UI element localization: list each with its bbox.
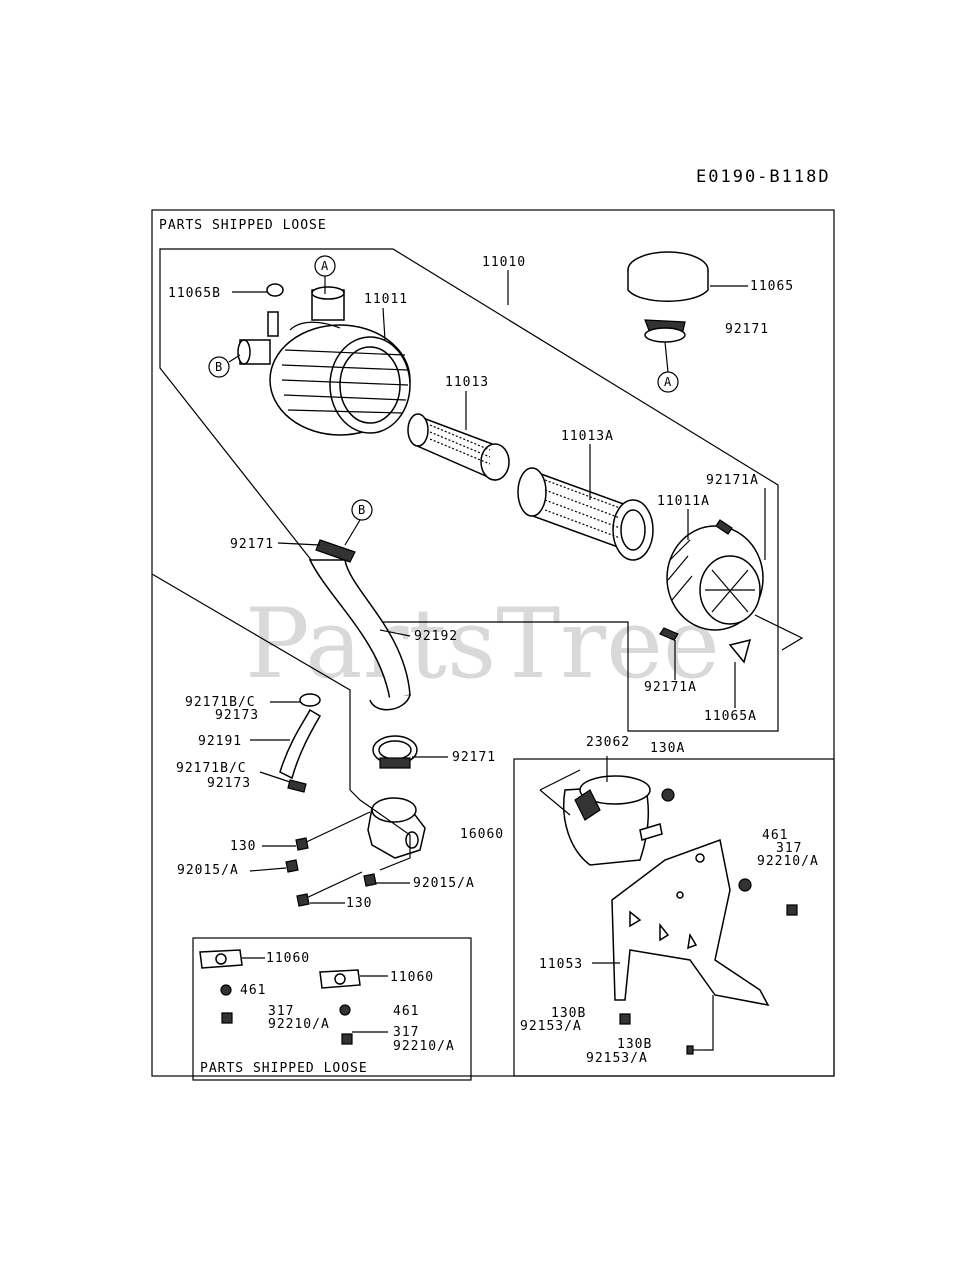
- hose-92192[interactable]: [308, 539, 411, 711]
- bracket-11053[interactable]: [611, 838, 770, 1007]
- label-11053: 11053: [539, 957, 583, 972]
- label-11065A: 11065A: [704, 709, 757, 724]
- label-130B-2: 130B: [617, 1037, 652, 1052]
- label-92210A-2: 92210/A: [393, 1039, 455, 1054]
- main-parts-box: [151, 209, 835, 1077]
- clip-92171A-bottom: [659, 627, 679, 641]
- label-92153A-1: 92153/A: [520, 1019, 582, 1034]
- label-11060-2: 11060: [390, 970, 434, 985]
- label-317-2: 317: [393, 1025, 419, 1040]
- label-11013A: 11013A: [561, 429, 614, 444]
- label-92015A-1: 92015/A: [177, 863, 239, 878]
- main-box-label: PARTS SHIPPED LOOSE: [159, 218, 327, 233]
- clamp-92171BC-1: [299, 693, 321, 707]
- label-461-right: 461: [762, 828, 788, 843]
- clip-92171A-top: [715, 519, 733, 535]
- cover-11011A[interactable]: [659, 519, 764, 664]
- label-92192: 92192: [414, 629, 458, 644]
- nut-92210A-right[interactable]: [786, 904, 798, 916]
- callout-a-top: A: [314, 255, 336, 294]
- label-130-2: 130: [346, 896, 372, 911]
- small-parts-box: [192, 937, 472, 1081]
- label-11010: 11010: [482, 255, 526, 270]
- label-461-2: 461: [393, 1004, 419, 1019]
- bolt-130-2[interactable]: [296, 871, 363, 907]
- washer-461-2[interactable]: [339, 1004, 351, 1016]
- valve-11065A: [728, 638, 752, 664]
- label-92191: 92191: [198, 734, 242, 749]
- label-92153A-2: 92153/A: [586, 1051, 648, 1066]
- label-317-1: 317: [268, 1004, 294, 1019]
- gasket-11060-1[interactable]: [199, 949, 243, 969]
- nut-92210A-2[interactable]: [341, 1033, 353, 1045]
- label-11011A: 11011A: [657, 494, 710, 509]
- svg-text:A: A: [321, 259, 329, 273]
- cap-11065B: [266, 283, 284, 297]
- outer-filter-11013A[interactable]: [517, 467, 654, 561]
- diagram-code: E0190-B118D: [696, 167, 831, 187]
- label-317-right: 317: [776, 841, 802, 856]
- label-92173-1: 92173: [215, 708, 259, 723]
- small-box-label: PARTS SHIPPED LOOSE: [200, 1061, 368, 1076]
- washer-461-right[interactable]: [738, 878, 752, 892]
- gasket-11060-2[interactable]: [319, 969, 361, 989]
- bolt-130B-2[interactable]: [686, 1045, 705, 1055]
- label-92171A-bottom: 92171A: [644, 680, 697, 695]
- label-11060-1: 11060: [266, 951, 310, 966]
- label-130-1: 130: [230, 839, 256, 854]
- label-92210A-1: 92210/A: [268, 1017, 330, 1032]
- air-cleaner-body-11011[interactable]: [237, 283, 411, 436]
- svg-text:B: B: [215, 360, 222, 374]
- label-92171-clamp: 92171: [452, 750, 496, 765]
- label-11065B: 11065B: [168, 286, 221, 301]
- label-92210A-right: 92210/A: [757, 854, 819, 869]
- washer-461-1[interactable]: [220, 984, 232, 996]
- label-92015A-2: 92015/A: [413, 876, 475, 891]
- label-11013: 11013: [445, 375, 489, 390]
- sub-box-right: [513, 758, 835, 1077]
- label-92171-hose: 92171: [230, 537, 274, 552]
- svg-text:B: B: [358, 503, 365, 517]
- nut-92015A-2[interactable]: [363, 873, 377, 887]
- nut-92015A-1[interactable]: [285, 859, 299, 873]
- hose-92191[interactable]: [279, 693, 322, 793]
- leader-lines: [232, 270, 766, 1033]
- precleaner-cap-11065[interactable]: [627, 251, 709, 343]
- label-92171A-top: 92171A: [706, 473, 759, 488]
- label-11011: 11011: [364, 292, 408, 307]
- watermark: PartsTree: [245, 588, 720, 700]
- label-92173-2: 92173: [207, 776, 251, 791]
- inner-filter-11013[interactable]: [407, 413, 510, 482]
- callout-b-left: B: [208, 354, 241, 378]
- nut-92210A-1[interactable]: [221, 1012, 233, 1024]
- label-16060: 16060: [460, 827, 504, 842]
- label-11065: 11065: [750, 279, 794, 294]
- intake-elbow-16060[interactable]: [367, 797, 426, 859]
- svg-text:A: A: [664, 375, 672, 389]
- label-92171BC-2: 92171B/C: [176, 761, 247, 776]
- clamp-92171BC-2: [287, 779, 307, 793]
- label-23062: 23062: [586, 735, 630, 750]
- label-130B-1: 130B: [551, 1006, 586, 1021]
- label-92171BC-1: 92171B/C: [185, 695, 256, 710]
- shroud-23062[interactable]: [563, 775, 663, 866]
- screw-130A[interactable]: [661, 788, 675, 802]
- label-92171-top: 92171: [725, 322, 769, 337]
- callout-a-right: A: [657, 341, 679, 393]
- label-130A: 130A: [650, 741, 685, 756]
- clamp-92171-hose: [315, 539, 356, 563]
- bolt-130-1[interactable]: [295, 811, 371, 851]
- callout-b-hose: B: [344, 499, 373, 546]
- bolt-130B-1[interactable]: [619, 1013, 631, 1025]
- label-461-1: 461: [240, 983, 266, 998]
- clamp-92171[interactable]: [372, 735, 418, 769]
